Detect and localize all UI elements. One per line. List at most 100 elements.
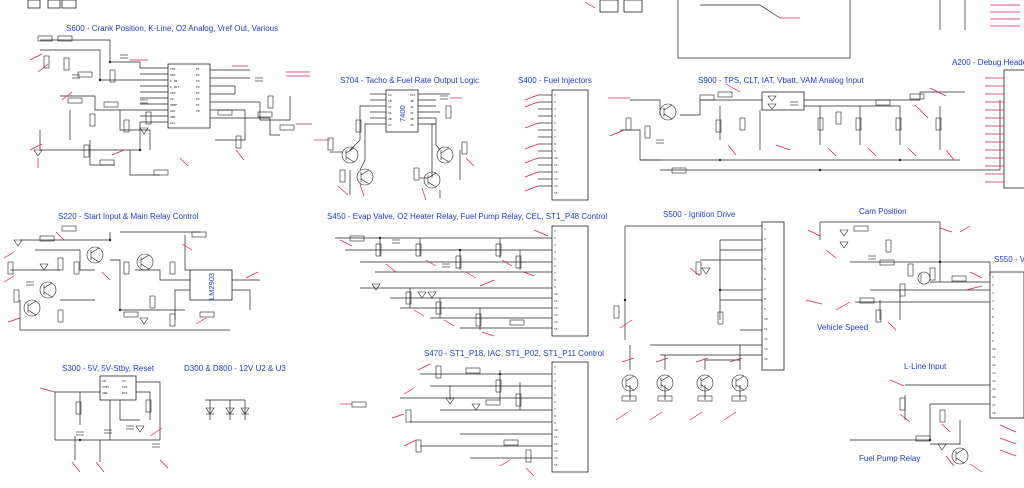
svg-text:14: 14	[554, 184, 558, 188]
svg-text:7: 7	[554, 407, 556, 411]
svg-text:2Y: 2Y	[388, 123, 392, 127]
chip-7400-label: 7400	[398, 105, 407, 122]
svg-text:CKP: CKP	[170, 91, 176, 95]
title-s450: S450 - Evap Valve, O2 Heater Relay, Fuel…	[327, 212, 607, 221]
svg-text:K_OUT: K_OUT	[170, 85, 179, 89]
svg-text:13: 13	[554, 313, 558, 317]
chip-lm2903-label: LM2903	[207, 273, 216, 300]
svg-text:13: 13	[554, 177, 558, 181]
svg-text:14: 14	[992, 379, 996, 383]
svg-text:15: 15	[554, 191, 558, 195]
svg-text:1: 1	[554, 229, 556, 233]
svg-text:9: 9	[764, 307, 766, 311]
svg-text:1: 1	[554, 365, 556, 369]
svg-text:4A: 4A	[410, 105, 414, 109]
svg-text:10: 10	[764, 317, 768, 321]
chip-lm2903	[189, 269, 233, 301]
svg-text:5: 5	[764, 267, 766, 271]
svg-text:14: 14	[554, 456, 558, 460]
junction-dots	[78, 60, 942, 442]
svg-text:15: 15	[992, 387, 996, 391]
svg-text:VREF: VREF	[170, 103, 177, 107]
svg-text:2: 2	[992, 283, 994, 287]
chip-s600	[167, 63, 211, 129]
svg-text:12: 12	[764, 337, 768, 341]
svg-text:ADC: ADC	[170, 109, 176, 113]
block-d300	[205, 399, 250, 420]
svg-text:5: 5	[554, 257, 556, 261]
svg-text:1: 1	[992, 275, 994, 279]
header-s500	[761, 221, 785, 371]
svg-text:1Y: 1Y	[388, 105, 392, 109]
svg-text:9: 9	[554, 421, 556, 425]
svg-text:P2: P2	[196, 73, 200, 77]
svg-text:3: 3	[554, 107, 556, 111]
svg-text:4B: 4B	[410, 99, 414, 103]
svg-text:16: 16	[992, 395, 996, 399]
svg-text:8: 8	[554, 142, 556, 146]
svg-text:9: 9	[992, 339, 994, 343]
svg-text:STBY: STBY	[102, 385, 109, 389]
svg-text:6: 6	[764, 277, 766, 281]
svg-text:1: 1	[554, 93, 556, 97]
svg-text:11: 11	[554, 299, 558, 303]
svg-text:11: 11	[992, 355, 996, 359]
svg-text:4: 4	[992, 299, 994, 303]
svg-text:6: 6	[554, 264, 556, 268]
svg-text:14: 14	[764, 357, 768, 361]
svg-text:3: 3	[554, 379, 556, 383]
svg-text:9: 9	[554, 149, 556, 153]
title-s600: S600 - Crank Position, K-Line, O2 Analog…	[66, 24, 278, 33]
svg-text:5VS: 5VS	[122, 385, 128, 389]
svg-text:15: 15	[554, 327, 558, 331]
svg-text:4: 4	[764, 257, 766, 261]
svg-text:5: 5	[554, 121, 556, 125]
svg-text:TXD: TXD	[170, 67, 176, 71]
svg-text:P3: P3	[196, 79, 200, 83]
svg-text:7: 7	[992, 323, 994, 327]
svg-text:4: 4	[554, 250, 556, 254]
svg-text:2: 2	[554, 100, 556, 104]
title-s900: S900 - TPS, CLT, IAT, Vbatt, VAM Analog …	[698, 76, 864, 85]
svg-text:17: 17	[992, 403, 996, 407]
svg-text:2: 2	[554, 236, 556, 240]
svg-text:RST: RST	[122, 391, 128, 395]
svg-text:4: 4	[554, 386, 556, 390]
svg-text:7: 7	[554, 271, 556, 275]
svg-text:VCC: VCC	[410, 93, 416, 97]
svg-text:12: 12	[554, 170, 558, 174]
svg-text:GND: GND	[170, 115, 176, 119]
svg-text:P4: P4	[196, 85, 200, 89]
title-d300: D300 & D800 - 12V U2 & U3	[184, 364, 286, 373]
svg-text:7: 7	[554, 135, 556, 139]
svg-text:1: 1	[764, 227, 766, 231]
svg-text:3: 3	[992, 291, 994, 295]
svg-text:P5: P5	[196, 91, 200, 95]
chip-s900	[761, 91, 805, 111]
title-s300: S300 - 5V, 5V-Stby, Reset	[62, 364, 155, 373]
svg-text:2A: 2A	[388, 111, 392, 115]
svg-text:3A: 3A	[410, 123, 414, 127]
block-s220: LM2903	[3, 225, 260, 331]
svg-text:2B: 2B	[388, 117, 392, 121]
svg-text:P8: P8	[196, 109, 200, 113]
title-a200: A200 - Debug Header	[952, 58, 1024, 67]
svg-text:12: 12	[554, 442, 558, 446]
svg-text:8: 8	[554, 414, 556, 418]
svg-text:10: 10	[554, 156, 558, 160]
svg-text:15: 15	[554, 463, 558, 467]
svg-text:12: 12	[554, 306, 558, 310]
block-s900	[608, 83, 1001, 174]
title-lline: L-Line Input	[904, 362, 947, 371]
svg-text:13: 13	[992, 371, 996, 375]
svg-text:8: 8	[764, 297, 766, 301]
svg-text:13: 13	[554, 449, 558, 453]
svg-text:2: 2	[554, 372, 556, 376]
